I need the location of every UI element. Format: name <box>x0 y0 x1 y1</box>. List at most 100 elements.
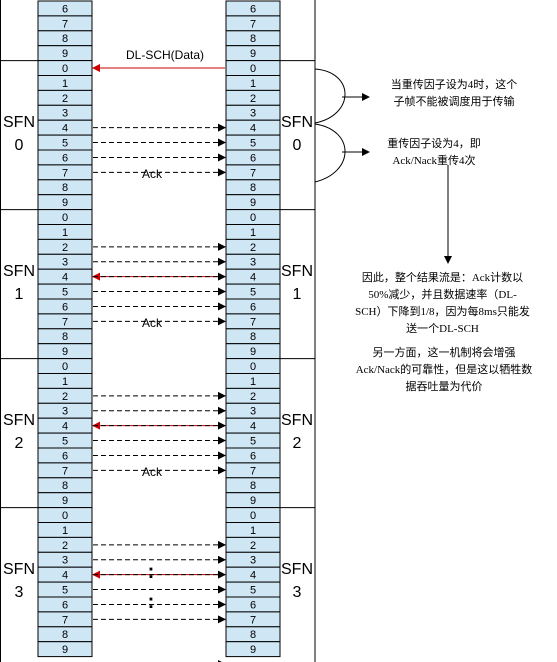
right-subframe-number: 9 <box>250 48 256 60</box>
left-subframe-number: 8 <box>62 629 68 641</box>
frame-boundaries <box>0 0 316 662</box>
note-result-flow: 因此，整个结果流是：Ack计数以 50%减少，并且数据速率（DL- SCH）下降… <box>340 270 545 338</box>
left-sfn-label: SFN <box>3 263 35 280</box>
left-subframe-number: 9 <box>62 197 68 209</box>
note3-line4: 送一个DL-SCH <box>406 323 479 335</box>
right-subframe-number: 7 <box>250 465 256 477</box>
note3-line3: SCH）下降到1/8，因为每8ms只能发 <box>355 306 530 318</box>
left-sfn-number: 2 <box>15 435 24 452</box>
right-subframe-number: 9 <box>250 346 256 358</box>
left-subframe-number: 3 <box>62 257 68 269</box>
right-subframe-number: 4 <box>250 421 256 433</box>
right-subframe-number: 8 <box>250 331 256 343</box>
left-subframe-number: 1 <box>62 227 68 239</box>
left-subframe-number: 2 <box>62 93 68 105</box>
left-subframe-number: 8 <box>62 182 68 194</box>
right-subframe-number: 7 <box>250 167 256 179</box>
left-subframe-number: 9 <box>62 48 68 60</box>
left-subframe-number: 7 <box>62 167 68 179</box>
right-subframe-number: 0 <box>250 510 256 522</box>
right-sfn-number: 0 <box>293 137 302 154</box>
left-sfn-number: 1 <box>15 286 24 303</box>
right-sfn-number: 1 <box>293 286 302 303</box>
left-subframe-number: 4 <box>62 272 68 284</box>
left-subframe-number: 0 <box>62 361 68 373</box>
right-subframe-number: 5 <box>250 287 256 299</box>
left-subframe-number: 7 <box>62 316 68 328</box>
left-subframe-number: 7 <box>62 18 68 30</box>
left-subframe-number: 4 <box>62 570 68 582</box>
note1-line2: 子帧不能被调度用于传输 <box>393 96 515 108</box>
right-subframe-number: 8 <box>250 33 256 45</box>
left-subframe-number: 6 <box>62 450 68 462</box>
ue-subframe-column: 6789012345678901234567890123456789012345… <box>225 0 281 658</box>
right-subframe-number: 7 <box>250 316 256 328</box>
left-subframe-number: 9 <box>62 644 68 656</box>
left-subframe-number: 3 <box>62 108 68 120</box>
left-subframe-number: 6 <box>62 3 68 15</box>
note4-line2: Ack/Nack的可靠性，但是这以牺牲数 <box>355 364 533 376</box>
left-subframe-number: 2 <box>62 242 68 254</box>
left-subframe-number: 5 <box>62 585 68 597</box>
ellipsis-lower: : <box>148 591 155 613</box>
left-subframe-number: 4 <box>62 123 68 135</box>
note4-line1: 另一方面，这一机制将会增强 <box>372 347 516 359</box>
left-subframe-number: 8 <box>62 33 68 45</box>
left-subframe-number: 5 <box>62 287 68 299</box>
right-subframe-number: 6 <box>250 450 256 462</box>
left-subframe-number: 6 <box>62 599 68 611</box>
left-subframe-number: 7 <box>62 614 68 626</box>
right-subframe-number: 4 <box>250 570 256 582</box>
right-sfn-label: SFN <box>281 263 313 280</box>
right-sfn-number: 2 <box>293 435 302 452</box>
left-subframe-number: 4 <box>62 421 68 433</box>
left-subframe-number: 3 <box>62 555 68 567</box>
note-reliability-tradeoff: 另一方面，这一机制将会增强 Ack/Nack的可靠性，但是这以牺牲数 据吞吐量为… <box>344 345 544 396</box>
right-subframe-number: 8 <box>250 629 256 641</box>
right-subframe-number: 2 <box>250 242 256 254</box>
ack-label: Ack <box>142 465 163 479</box>
right-subframe-number: 4 <box>250 272 256 284</box>
note2-line1: 重传因子设为4，即 <box>387 138 481 150</box>
left-subframe-number: 1 <box>62 376 68 388</box>
right-subframe-number: 5 <box>250 585 256 597</box>
right-subframe-number: 7 <box>250 18 256 30</box>
left-subframe-number: 9 <box>62 495 68 507</box>
right-sfn-label: SFN <box>281 561 313 578</box>
right-subframe-number: 3 <box>250 108 256 120</box>
ellipsis-upper: : <box>148 561 155 583</box>
right-subframe-number: 1 <box>250 78 256 90</box>
note1-line1: 当重传因子设为4时，这个 <box>390 79 518 91</box>
right-subframe-number: 1 <box>250 376 256 388</box>
left-subframe-number: 1 <box>62 525 68 537</box>
right-subframe-number: 0 <box>250 63 256 75</box>
right-subframe-number: 9 <box>250 197 256 209</box>
right-subframe-number: 8 <box>250 480 256 492</box>
left-sfn-number: 3 <box>15 584 24 601</box>
right-subframe-number: 1 <box>250 525 256 537</box>
note2-line2: Ack/Nack重传4次 <box>392 155 476 167</box>
right-subframe-number: 6 <box>250 3 256 15</box>
left-subframe-number: 1 <box>62 78 68 90</box>
left-subframe-number: 6 <box>62 152 68 164</box>
right-subframe-number: 2 <box>250 391 256 403</box>
note-subframe-not-schedulable: 当重传因子设为4时，这个 子帧不能被调度用于传输 <box>374 77 534 111</box>
left-sfn-label: SFN <box>3 561 35 578</box>
right-subframe-number: 6 <box>250 152 256 164</box>
right-subframe-number: 6 <box>250 301 256 313</box>
right-subframe-cell <box>225 641 281 658</box>
right-subframe-number: 8 <box>250 182 256 194</box>
ack-label: Ack <box>142 167 163 181</box>
right-subframe-number: 0 <box>250 361 256 373</box>
right-sfn-label: SFN <box>281 412 313 429</box>
left-subframe-number: 6 <box>62 301 68 313</box>
right-subframe-number: 9 <box>250 644 256 656</box>
right-subframe-number: 3 <box>250 555 256 567</box>
right-subframe-number: 3 <box>250 257 256 269</box>
right-subframe-number: 5 <box>250 436 256 448</box>
left-subframe-number: 7 <box>62 465 68 477</box>
enb-subframe-column: 6789012345678901234567890123456789012345… <box>37 0 93 658</box>
note3-line1: 因此，整个结果流是：Ack计数以 <box>361 272 524 284</box>
